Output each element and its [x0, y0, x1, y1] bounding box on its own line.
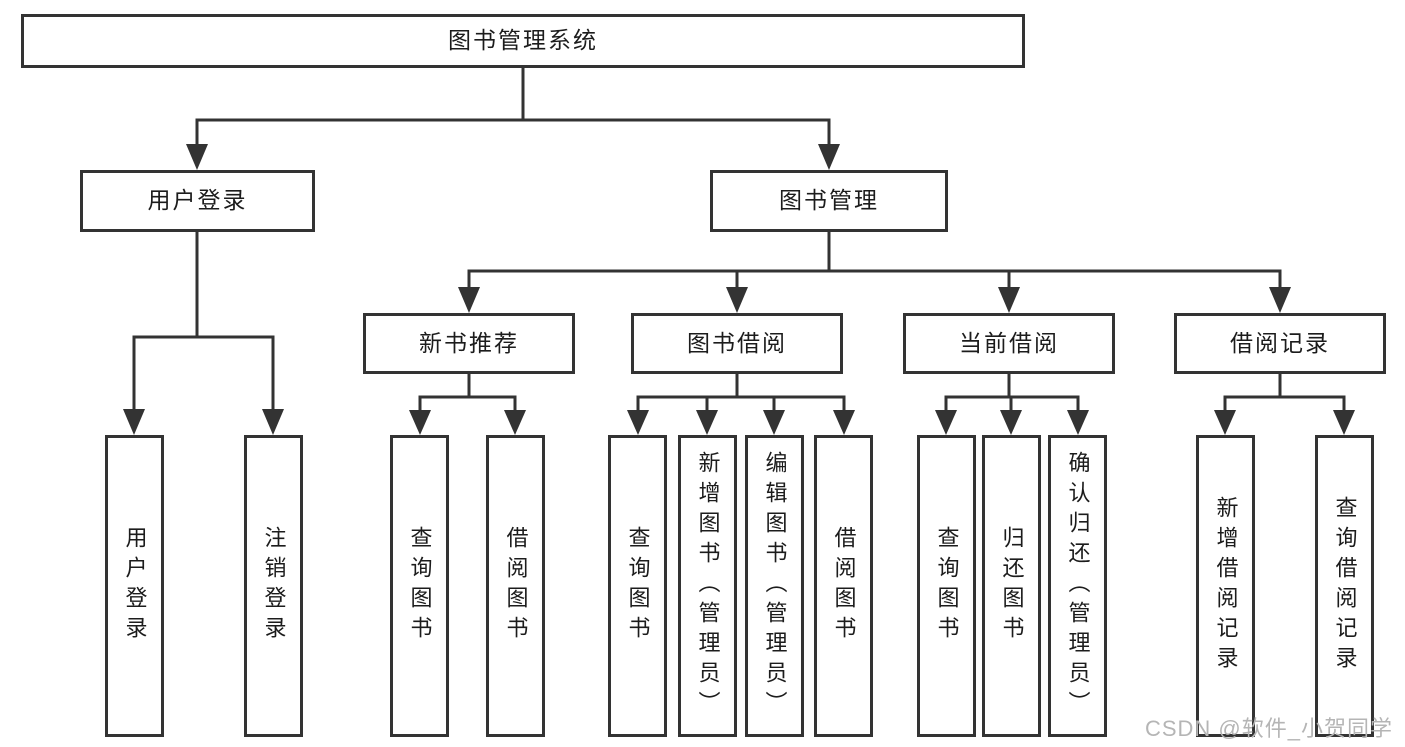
arrowhead: [504, 410, 526, 435]
leaf-query-books-recommend: 查询图书: [390, 435, 449, 737]
connector-current-borrowing-to-leaves: [944, 374, 1080, 412]
node-current-borrowing: 当前借阅: [903, 313, 1115, 374]
connector-book-borrowing-to-leaves: [636, 374, 846, 412]
arrowhead: [186, 144, 208, 170]
leaf-query-books-current: 查询图书: [917, 435, 976, 737]
arrowhead: [627, 410, 649, 435]
arrowhead: [763, 410, 785, 435]
node-borrowing-records: 借阅记录: [1174, 313, 1386, 374]
leaf-query-borrow-record: 查询借阅记录: [1315, 435, 1374, 737]
arrowhead: [833, 410, 855, 435]
leaf-add-borrow-record: 新增借阅记录: [1196, 435, 1255, 737]
arrowhead: [998, 287, 1020, 313]
arrowhead: [818, 144, 840, 170]
node-book-management: 图书管理: [710, 170, 948, 232]
connector-borrowing-records-to-leaves: [1223, 374, 1346, 412]
arrowhead: [696, 410, 718, 435]
leaf-logout: 注销登录: [244, 435, 303, 737]
arrowhead: [1067, 410, 1089, 435]
leaf-edit-books-admin: 编辑图书（管理员）: [745, 435, 804, 737]
leaf-borrow-books-recommend: 借阅图书: [486, 435, 545, 737]
arrowhead: [123, 409, 145, 435]
leaf-borrow-books-borrowing: 借阅图书: [814, 435, 873, 737]
arrowhead: [458, 287, 480, 313]
leaf-confirm-return-admin: 确认归还（管理员）: [1048, 435, 1107, 737]
arrowhead: [935, 410, 957, 435]
node-new-book-recommendation: 新书推荐: [363, 313, 575, 374]
arrowhead: [1333, 410, 1355, 435]
watermark: CSDN @软件_小贺同学: [1144, 716, 1393, 741]
node-user-login: 用户登录: [80, 170, 315, 232]
arrowhead: [1000, 410, 1022, 435]
connector-book-management-to-level3: [467, 232, 1282, 289]
arrowhead: [1269, 287, 1291, 313]
leaf-return-books: 归还图书: [982, 435, 1041, 737]
node-book-borrowing: 图书借阅: [631, 313, 843, 374]
leaf-query-books-borrowing: 查询图书: [608, 435, 667, 737]
arrowhead: [1214, 410, 1236, 435]
arrowhead: [726, 287, 748, 313]
leaf-user-login: 用户登录: [105, 435, 164, 737]
arrowheads: [123, 144, 1355, 435]
node-book-management-system: 图书管理系统: [21, 14, 1025, 68]
arrowhead: [409, 410, 431, 435]
connector-root-to-level2: [195, 68, 831, 146]
connector-new-book-to-leaves: [418, 374, 517, 412]
arrowhead: [262, 409, 284, 435]
connector-user-login-to-leaves: [132, 232, 275, 411]
leaf-add-books-admin: 新增图书（管理员）: [678, 435, 737, 737]
